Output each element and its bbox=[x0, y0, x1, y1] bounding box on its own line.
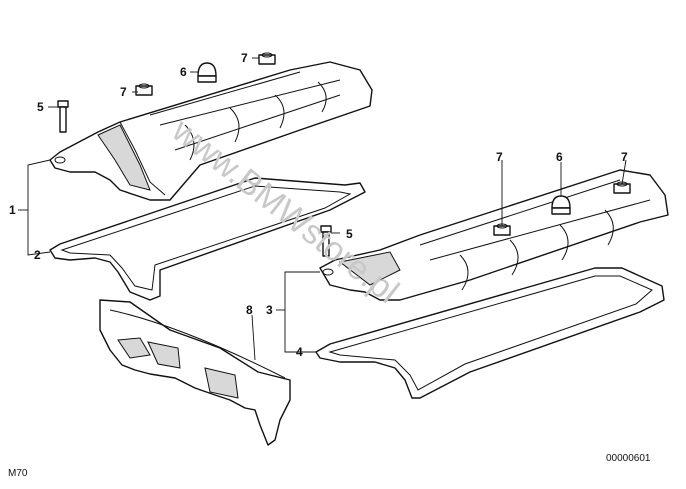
document-number: 00000601 bbox=[606, 453, 651, 464]
left-gasket bbox=[49, 177, 366, 301]
callouts: 1 2 3 4 5 5 6 6 7 7 7 7 8 bbox=[9, 51, 628, 359]
bolt-left bbox=[57, 100, 69, 133]
timing-cover bbox=[99, 299, 291, 446]
leader-lines bbox=[18, 57, 627, 361]
callout-5-left: 5 bbox=[37, 100, 44, 114]
collar-nut-2 bbox=[258, 52, 276, 65]
callout-6-left: 6 bbox=[180, 65, 187, 79]
callout-7-a: 7 bbox=[120, 85, 127, 99]
right-gasket bbox=[315, 267, 665, 399]
bolt-right bbox=[320, 225, 332, 257]
cap-nut-right bbox=[551, 195, 571, 215]
callout-8: 8 bbox=[246, 303, 253, 317]
callout-5-right: 5 bbox=[346, 227, 353, 241]
callout-2: 2 bbox=[34, 248, 41, 262]
model-code: M70 bbox=[8, 468, 28, 479]
collar-nut-1 bbox=[135, 83, 153, 96]
callout-6-right: 6 bbox=[556, 150, 563, 164]
left-valve-cover bbox=[49, 61, 373, 201]
callout-1: 1 bbox=[9, 203, 16, 217]
callout-7-d: 7 bbox=[621, 150, 628, 164]
cap-nut-left bbox=[197, 62, 217, 83]
callout-3: 3 bbox=[266, 303, 273, 317]
callout-7-c: 7 bbox=[496, 150, 503, 164]
callout-4: 4 bbox=[296, 345, 303, 359]
callout-7-b: 7 bbox=[241, 51, 248, 65]
